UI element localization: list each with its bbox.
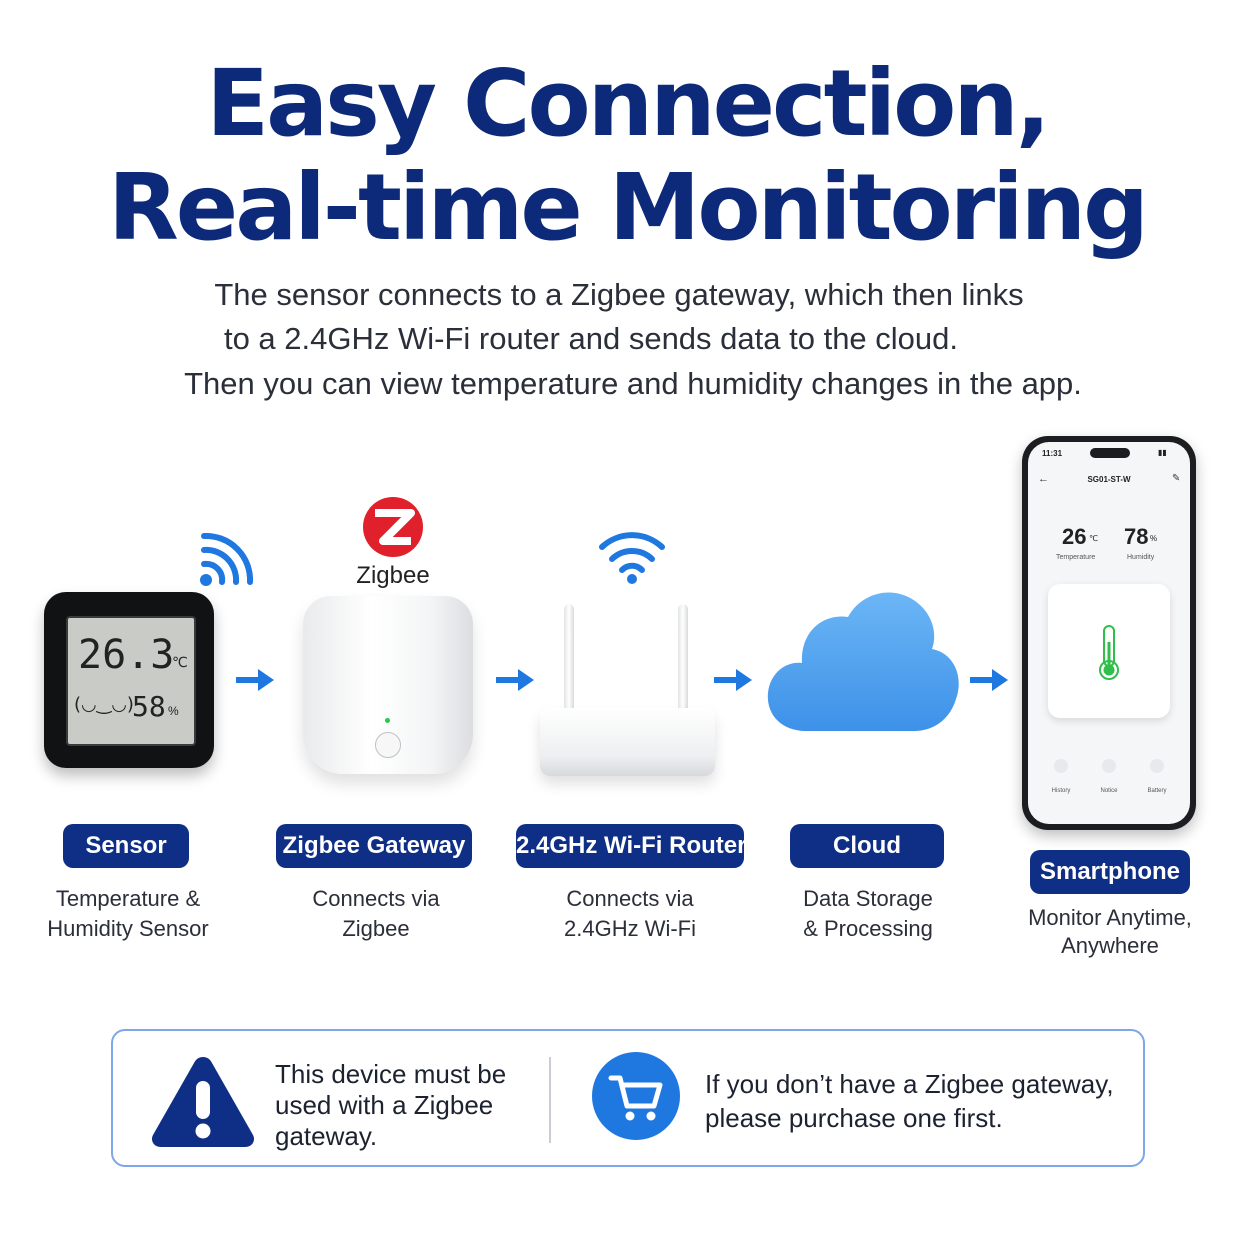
router-antenna-left bbox=[564, 604, 574, 714]
sensor-comfort-face: (◡‿◡) bbox=[74, 694, 134, 715]
battery-icon: ▮▮ bbox=[1158, 448, 1167, 457]
phone-humidity-unit: % bbox=[1150, 534, 1158, 543]
phone-humidity-label: Humidity bbox=[1127, 554, 1155, 561]
sensor-lcd-screen: 26.3 ℃ (◡‿◡) 58 % bbox=[66, 616, 196, 746]
warning-line: gateway. bbox=[275, 1121, 378, 1151]
back-arrow-icon[interactable]: ← bbox=[1038, 473, 1049, 485]
nav-label-history: History bbox=[1051, 788, 1071, 794]
desc-line: Connects via bbox=[566, 886, 694, 911]
router-antenna-right bbox=[678, 604, 688, 714]
desc-line: Zigbee bbox=[342, 916, 410, 941]
purchase-text: If you don’t have a Zigbee gateway, plea… bbox=[705, 1067, 1114, 1135]
history-nav-icon[interactable] bbox=[1054, 759, 1068, 773]
wifi-icon bbox=[599, 532, 665, 584]
phone-notch bbox=[1090, 448, 1130, 458]
phone-thermometer-card[interactable] bbox=[1048, 584, 1170, 718]
headline-line-1: Easy Connection, bbox=[206, 50, 1051, 157]
step-label-smartphone: Smartphone bbox=[1030, 850, 1190, 894]
notice-box: This device must be used with a Zigbee g… bbox=[111, 1029, 1145, 1167]
step-label-sensor: Sensor bbox=[63, 824, 189, 868]
warning-line: This device must be bbox=[275, 1059, 507, 1089]
headline-line-2: Real-time Monitoring bbox=[107, 154, 1149, 261]
warning-line: used with a Zigbee bbox=[275, 1090, 494, 1120]
nav-label-notice: Notice bbox=[1100, 788, 1118, 794]
desc-line: 2.4GHz Wi-Fi bbox=[564, 916, 696, 941]
phone-screen: 11:31 ▮▮ ← SG01-ST-W ✎ 26 ℃ 78 % Tempera… bbox=[1028, 442, 1190, 824]
purchase-line: please purchase one first. bbox=[705, 1103, 1003, 1133]
step-label-router: 2.4GHz Wi-Fi Router bbox=[516, 824, 746, 868]
desc-line: Temperature & bbox=[55, 886, 201, 911]
gateway-status-led bbox=[385, 718, 390, 723]
step-label-cloud: Cloud bbox=[790, 824, 944, 868]
phone-temperature-value: 26 bbox=[1062, 524, 1087, 549]
temperature-humidity-sensor: 26.3 ℃ (◡‿◡) 58 % bbox=[44, 592, 214, 768]
step-label-gateway: Zigbee Gateway bbox=[276, 824, 472, 868]
desc-line: & Processing bbox=[803, 916, 933, 941]
sensor-temperature-value: 26.3 bbox=[78, 632, 175, 678]
router-body bbox=[540, 708, 715, 776]
phone-temp-label: Temperature bbox=[1056, 554, 1096, 561]
phone-temp-unit: ℃ bbox=[1089, 534, 1098, 543]
purchase-line: If you don’t have a Zigbee gateway, bbox=[705, 1069, 1114, 1099]
divider bbox=[549, 1057, 551, 1143]
shopping-cart-icon bbox=[592, 1052, 680, 1140]
desc-line: Anywhere bbox=[1061, 933, 1159, 958]
zigbee-gateway-device bbox=[303, 596, 473, 774]
phone-humidity-value: 78 bbox=[1124, 524, 1149, 549]
cloud-icon bbox=[767, 592, 959, 731]
arrow-right-icon bbox=[714, 669, 752, 691]
nav-label-battery: Battery bbox=[1147, 788, 1167, 794]
desc-line: Humidity Sensor bbox=[47, 916, 209, 941]
zigbee-logo-text: Zigbee bbox=[356, 562, 430, 589]
sensor-humidity-value: 58 bbox=[132, 690, 166, 723]
desc-line: Monitor Anytime, bbox=[1028, 905, 1192, 930]
arrow-right-icon bbox=[236, 669, 274, 691]
arrow-right-icon bbox=[970, 669, 1008, 691]
gateway-pair-button bbox=[375, 732, 401, 758]
wireless-signal-icon bbox=[200, 532, 254, 586]
wifi-router-device bbox=[540, 604, 715, 778]
subtitle-line-2: to a 2.4GHz Wi-Fi router and sends data … bbox=[223, 321, 959, 356]
step-desc-gateway: Connects via Zigbee bbox=[276, 884, 476, 944]
notice-nav-icon[interactable] bbox=[1102, 759, 1116, 773]
sensor-temp-unit: ℃ bbox=[172, 654, 188, 670]
step-desc-smartphone: Monitor Anytime, Anywhere bbox=[1006, 904, 1214, 960]
step-desc-sensor: Temperature & Humidity Sensor bbox=[28, 884, 228, 944]
desc-line: Connects via bbox=[312, 886, 440, 911]
edit-icon[interactable]: ✎ bbox=[1172, 473, 1181, 484]
sensor-humidity-unit: % bbox=[168, 704, 179, 718]
smartphone-device: 11:31 ▮▮ ← SG01-ST-W ✎ 26 ℃ 78 % Tempera… bbox=[1022, 436, 1196, 830]
battery-nav-icon[interactable] bbox=[1150, 759, 1164, 773]
arrow-right-icon bbox=[496, 669, 534, 691]
phone-device-name: SG01-ST-W bbox=[1087, 475, 1131, 484]
phone-status-time: 11:31 bbox=[1042, 449, 1063, 458]
zigbee-logo-icon bbox=[363, 497, 423, 557]
step-desc-router: Connects via 2.4GHz Wi-Fi bbox=[530, 884, 730, 944]
subtitle-line-3: Then you can view temperature and humidi… bbox=[184, 366, 1082, 401]
desc-line: Data Storage bbox=[803, 886, 933, 911]
thermometer-icon bbox=[1099, 625, 1119, 680]
warning-text: This device must be used with a Zigbee g… bbox=[275, 1059, 506, 1152]
step-desc-cloud: Data Storage & Processing bbox=[768, 884, 968, 944]
subtitle-line-1: The sensor connects to a Zigbee gateway,… bbox=[214, 277, 1024, 312]
warning-icon bbox=[151, 1057, 255, 1147]
